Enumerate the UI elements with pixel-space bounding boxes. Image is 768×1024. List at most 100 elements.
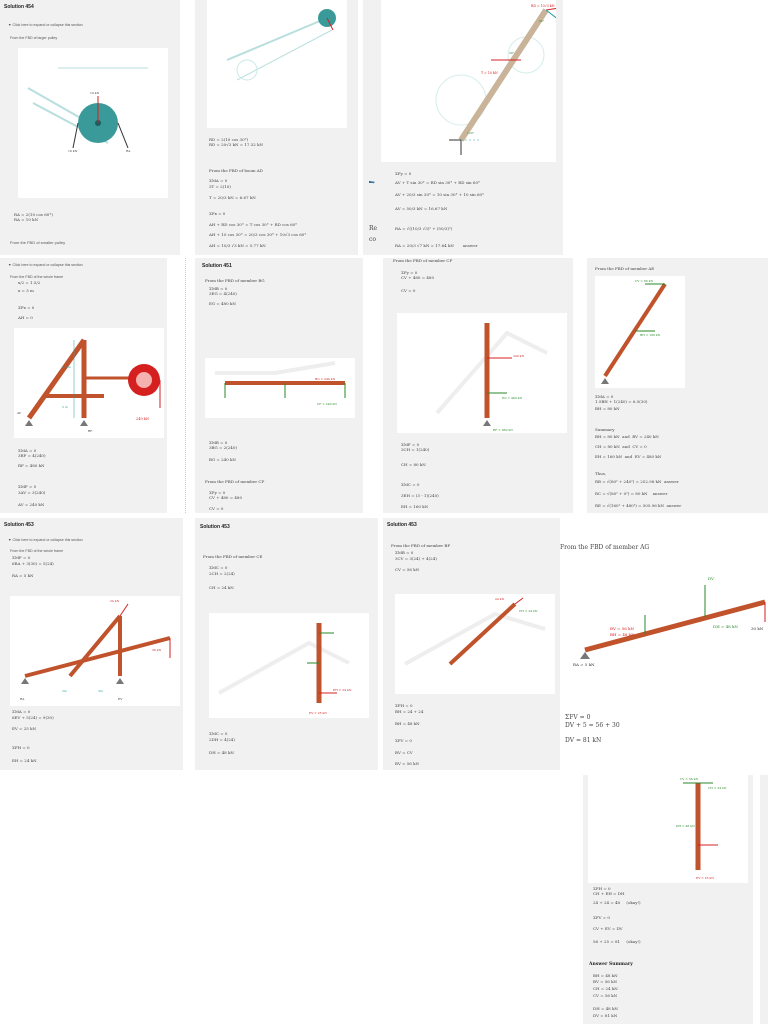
fbd-larger-pulley-label: From the FBD of larger pulley [10, 36, 58, 40]
eq-rf-3: RF = 480 kN [18, 463, 45, 468]
fbd-whole-frame-label: From the FBD of the whole frame [10, 275, 64, 279]
bh-ag-label: BH = 48 kN [610, 632, 635, 637]
panel-solution-451-frame: ▼ Click here to expand or collapse this … [0, 258, 167, 513]
eq-av-1: ΣFy = 0 [395, 171, 412, 176]
summary-dh: DH = 48 kN [593, 1006, 618, 1011]
panel-solution-453-summary: CV = 56 kN CH = 24 kN DH = 48 kN EV = 25… [583, 775, 753, 1024]
thus-label: Thus, [595, 471, 607, 476]
frame-453-figure: 24 kN 30 kN 2m 3m RA EV [10, 596, 180, 706]
check-v-1: ΣFV = 0 [593, 915, 610, 920]
eq-dv-answer: DV = 81 kN [565, 737, 602, 744]
load-label: 240 kN [136, 417, 149, 421]
fbd-cf-label-2: From the FBD of member CF [393, 258, 453, 263]
side-heading-1: Re [369, 225, 378, 232]
panel-solution-453-ag: From the FBD of member AG BV = 56 kN BH … [560, 518, 768, 770]
eq-boom-6: ΣFx = 0 [209, 211, 226, 216]
side-heading-2: co [369, 236, 376, 243]
side-link-5[interactable]: Str [369, 180, 373, 184]
f30-ag-label: 30 kN [751, 626, 764, 631]
eq-ra-mag-2: RA = 20/3 √7 kN = 17.64 kN answer [395, 243, 478, 248]
ch-bf-label: CH = 24 kN [519, 609, 538, 613]
side-link-2[interactable]: Con [369, 180, 375, 184]
eq-bh-1: ΣFH = 0 [395, 703, 413, 708]
force-label-2: 10 kN [68, 149, 78, 153]
member-ce-diagram: EH = 24 kN EV = 25 kN [218, 623, 352, 715]
dh-check-label: DH = 48 kN [676, 824, 695, 828]
eq-cv-453-1: ΣMB = 0 [395, 550, 414, 555]
eq-bv-1: ΣFV = 0 [395, 738, 412, 743]
eq-cv-2: CV + 480 = 480 [209, 495, 243, 500]
eq-cv-1: ΣFy = 0 [209, 490, 226, 495]
angle-120-label: 120° [467, 131, 475, 135]
eq-cv-453-2: 3CV = 3(24) + 4(24) [395, 556, 437, 561]
fbd-bf-label: From the FBD of member BF [391, 543, 451, 548]
eq-boom-7: AH + RD cos 30° = T cos 30° + RD cos 60° [209, 222, 298, 227]
expand-collapse-link-2[interactable]: ▼ Click here to expand or collapse this … [8, 263, 83, 267]
eq-cf-2: CV + 480 = 480 [401, 275, 435, 280]
fbd-pulley-2-figure [207, 0, 347, 128]
eq-cv-453-3: CV = 56 kN [395, 567, 420, 572]
member-ag-figure: BV = 56 kN BH = 48 kN DV DH = 48 kN 30 k… [565, 560, 768, 668]
fv-label: RF = 960 kN [493, 428, 513, 432]
side-link-4[interactable]: Me [369, 180, 374, 184]
summary-ch: CH = 24 kN [593, 986, 618, 991]
panel-solution-453-bf: Solution 453 From the FBD of member BF Σ… [383, 518, 565, 770]
eq-av-b: 3AV = 3(240) [18, 490, 46, 495]
angle-30-label: 30° [509, 51, 515, 55]
dim-label-2: 3 m [62, 405, 68, 409]
check-h-3: 24 + 24 = 48 (okay!) [593, 900, 641, 905]
cf-label: CF = 240 kN [317, 402, 337, 406]
fbd-ae-label: From the FBD of member AE [595, 266, 655, 271]
member-ae-figure: CV = 80 kN BH = 160 kN [595, 276, 685, 388]
eq-boom-4: T = 20/3 kN = 6.67 kN [209, 195, 256, 200]
expand-collapse-link-3[interactable]: ▼ Click here to expand or collapse this … [8, 538, 83, 542]
bh-label: BH = 160 kN [640, 333, 661, 337]
solution-453-title-2: Solution 453 [200, 524, 230, 530]
boom-member [458, 8, 549, 142]
eq-rf-2: 3RF = 4(240) [18, 453, 46, 458]
eq-bg-3: BG = 240 kN [209, 457, 236, 462]
dim-2m-label: 2m [62, 689, 67, 693]
eq-rd-line2: RD = 20√3 kN = 17.32 kN [209, 142, 264, 147]
eq-boom-8: AH + 10 cos 30° = 20/3 cos 30° + 10√3 co… [209, 232, 307, 237]
eq-av-3: AV + 20/3 sin 30° = 10 sin 30° + 10 sin … [395, 192, 485, 197]
pulley-diagram: 10 kN 10 kN RA [27, 67, 148, 153]
side-link-1[interactable]: Per [369, 180, 374, 184]
panel-solution-451-bg: Solution 451 From the FBD of member BG Σ… [195, 258, 363, 513]
fbd-whole-frame-453-label: From the FBD of the whole frame [10, 549, 64, 553]
dv-ag-label: DV [708, 576, 714, 581]
f24-label: 24 kN [110, 599, 120, 603]
cf-load-label: 240 kN [513, 354, 524, 358]
eq-ch-453-1: ΣMC = 0 [209, 565, 228, 570]
side-link-7[interactable]: Pro [369, 180, 374, 184]
expand-collapse-link[interactable]: ▼ Click here to expand or collapse this … [8, 23, 83, 27]
member-ag-diagram: BV = 56 kN BH = 48 kN DV DH = 48 kN 30 k… [573, 576, 766, 667]
bv-ag-label: BV = 56 kN [610, 626, 635, 631]
side-link-3[interactable]: Eng [369, 180, 375, 184]
eq-cf-1: ΣFy = 0 [401, 270, 418, 275]
cv-check-label: CV = 56 kN [680, 777, 698, 781]
t-label: T = 10 kN [481, 71, 498, 75]
member-cf-figure: 240 kN EG = 480 kN RF = 960 kN [397, 313, 567, 433]
panel-solution-451-ae: From the FBD of member AE CV = 80 kN BH … [587, 258, 768, 513]
check-h-2: CH + EH = DH [593, 891, 625, 896]
summary-b: BH = 80 kN and BV = 240 kN [595, 434, 659, 439]
fbd-boom-label: From the FBD of boom AD [209, 168, 263, 173]
ra-ag-label: RA = 5 kN [573, 662, 595, 667]
fbd-cf-label: From the FBD of member CF [205, 479, 265, 484]
eq-rf-1: ΣMA = 0 [18, 448, 37, 453]
eq-ch-2: 3CH = 1(240) [401, 447, 430, 452]
side-link-6[interactable]: Stre [369, 180, 375, 184]
ra-453-label: RA [20, 697, 25, 701]
eq-ch-1: ΣMF = 0 [401, 442, 420, 447]
eq-bv-2: BV = CV [395, 750, 413, 755]
dh-ag-label: DH = 48 kN [713, 624, 738, 629]
panel-solution-453-ce: Solution 453 From the FBD of member CE Σ… [195, 518, 378, 770]
rf-label: RF [88, 429, 92, 433]
eg-label: EG = 480 kN [502, 396, 523, 400]
summary-bh: BH = 48 kN [593, 973, 618, 978]
panel-solution-454: Solution 454 ▼ Click here to expand or c… [0, 0, 180, 255]
eq-dv-1: ΣFV = 0 [565, 714, 591, 721]
angle-60-label: 60° [539, 19, 545, 23]
member-ce-figure: EH = 24 kN EV = 25 kN [209, 613, 369, 718]
